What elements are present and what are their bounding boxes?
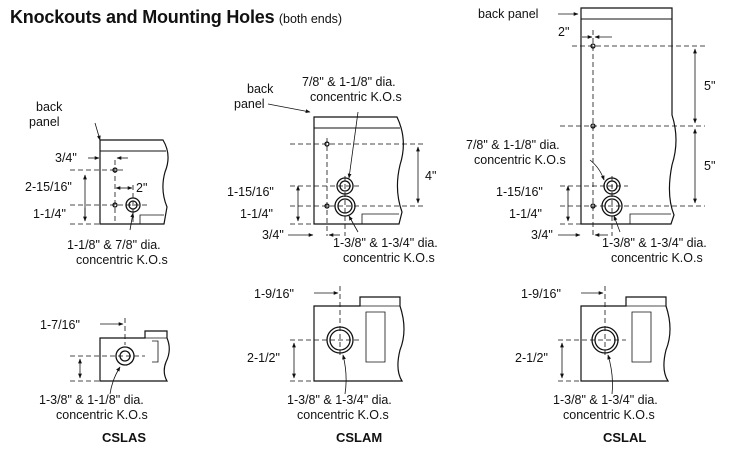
cslal-ko-upper-label-1: 7/8" & 1-1/8" dia. [466, 138, 560, 152]
cslam-ko-lower-label-1: 1-3/8" & 1-3/4" dia. [333, 236, 438, 250]
cslal-end-body [580, 7, 677, 225]
page-title: Knockouts and Mounting Holes (both ends) [10, 7, 342, 28]
cslas-dim-2: 2" [136, 181, 147, 195]
cslal-dim-5-upper: 5" [704, 79, 715, 93]
cslal-ko-lower-label-1: 1-3/8" & 1-3/4" dia. [602, 236, 707, 250]
cslal-ko-lower-label-2: concentric K.O.s [611, 251, 703, 265]
model-label-cslas: CSLAS [102, 430, 146, 445]
cslas-back-panel-leader [94, 122, 101, 141]
cslam-ko-lower-label-2: concentric K.O.s [343, 251, 435, 265]
cslas-back-label-top: back [36, 100, 63, 114]
cslal-ko-upper-label-2: concentric K.O.s [474, 153, 566, 167]
cslam-side-ko-label-1: 1-3/8" & 1-3/4" dia. [287, 393, 392, 407]
cslas-foot [139, 214, 164, 224]
cslas-ko-leader [129, 212, 135, 231]
cslam-dim-1-15-16: 1-15/16" [227, 185, 274, 199]
cslas-side-ko-leader [109, 366, 121, 395]
cslal-dim-1-15-16: 1-15/16" [496, 185, 543, 199]
model-label-cslal: CSLAL [603, 430, 646, 445]
cslam-side-dim-1-9-16: 1-9/16" [254, 287, 294, 301]
cslal-side-ko-label-1: 1-3/8" & 1-3/4" dia. [553, 393, 658, 407]
cslal-side-body [580, 296, 671, 382]
cslam-back-panel-leader [267, 103, 311, 114]
cslam-side-dim-2-1-2: 2-1/2" [247, 351, 280, 365]
cslal-dim-2: 2" [558, 25, 569, 39]
cslal-foot [629, 213, 671, 224]
cslas-end-body [99, 139, 169, 225]
cslam-end-view [267, 103, 425, 237]
cslam-dim-4: 4" [425, 169, 436, 183]
cslam-back-label-top: back [247, 82, 274, 96]
cslas-dim-1-1-4: 1-1/4" [33, 207, 66, 221]
cslas-side-ko-label-2: concentric K.O.s [56, 408, 148, 422]
cslam-ko-upper-label-2: concentric K.O.s [310, 90, 402, 104]
cslal-ko-lower-leader [613, 215, 621, 233]
cslal-end-view [558, 7, 705, 237]
cslas-side-ko-label-1: 1-3/8" & 1-1/8" dia. [39, 393, 144, 407]
cslal-side-slot [631, 311, 652, 363]
cslal-dim-1-1-4: 1-1/4" [509, 207, 542, 221]
cslam-dim-3-4: 3/4" [262, 228, 284, 242]
cslas-end-view [70, 122, 169, 231]
cslas-ko-label-2: concentric K.O.s [76, 253, 168, 267]
cslas-back-label-bottom: panel [29, 115, 60, 129]
cslam-ko-lower-leader [348, 215, 359, 233]
cslam-side-ko-leader [342, 354, 347, 395]
cslal-dim-5-lower: 5" [704, 159, 715, 173]
title-subtitle: (both ends) [278, 12, 343, 26]
cslam-side-slot [365, 311, 386, 363]
cslas-dim-2-15-16: 2-15/16" [25, 180, 72, 194]
cslal-back-panel-label: back panel [478, 7, 538, 21]
model-label-cslam: CSLAM [336, 430, 382, 445]
cslas-side-slot [152, 340, 159, 363]
cslam-side-body [313, 296, 405, 382]
cslam-ko-upper-leader [347, 111, 359, 179]
cslas-side-view [70, 318, 170, 395]
cslam-side-view [290, 286, 405, 395]
cslal-side-dim-1-9-16: 1-9/16" [521, 287, 561, 301]
cslas-ko-label-1: 1-1/8" & 7/8" dia. [67, 238, 161, 252]
cslal-side-view [558, 286, 671, 395]
cslas-side-dim-1-7-16: 1-7/16" [40, 318, 80, 332]
cslal-ko-upper-leader [589, 159, 605, 181]
cslam-dim-1-1-4: 1-1/4" [240, 207, 273, 221]
cslal-dim-3-4: 3/4" [531, 228, 553, 242]
cslam-foot [361, 213, 399, 224]
cslal-side-dim-2-1-2: 2-1/2" [515, 351, 548, 365]
cslas-dim-3-4: 3/4" [55, 151, 77, 165]
title-main: Knockouts and Mounting Holes [10, 7, 275, 27]
cslal-side-ko-leader [607, 354, 613, 395]
cslam-side-ko-label-2: concentric K.O.s [297, 408, 389, 422]
cslam-back-label-bottom: panel [234, 97, 265, 111]
cslal-side-ko-label-2: concentric K.O.s [563, 408, 655, 422]
cslam-ko-upper-label-1: 7/8" & 1-1/8" dia. [302, 75, 396, 89]
